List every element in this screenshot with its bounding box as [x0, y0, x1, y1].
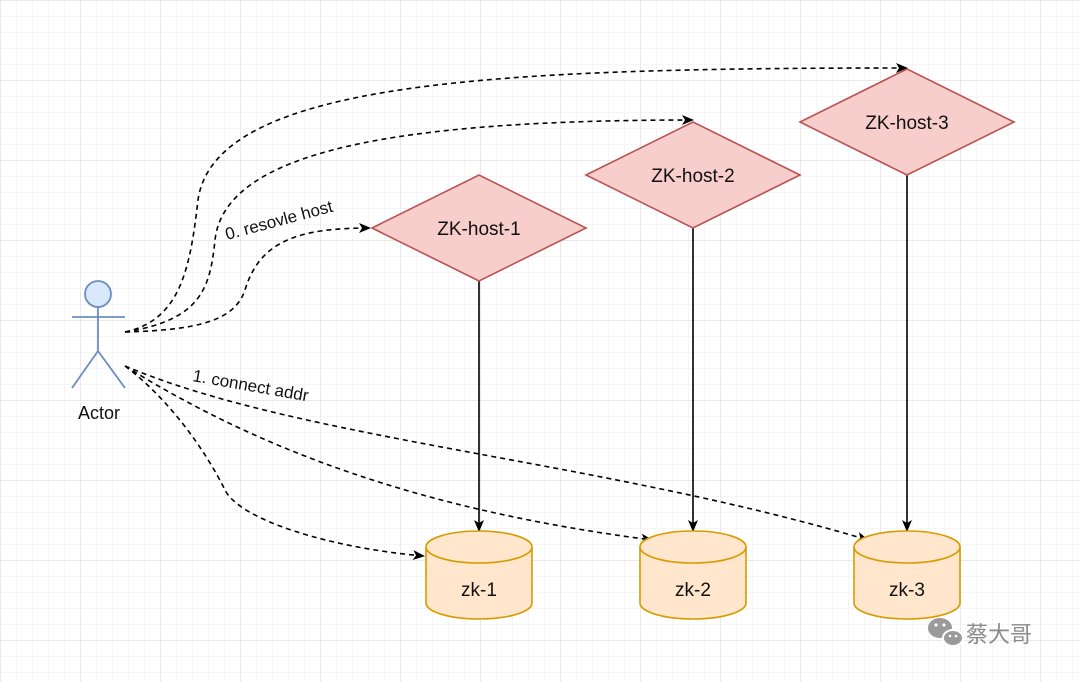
- zk-3-label: zk-3: [889, 580, 925, 601]
- edge-actor-to-zk-3: [124, 365, 869, 542]
- actor-icon: [71, 280, 126, 389]
- resolve-edges: [124, 63, 908, 333]
- host-node-2[interactable]: ZK-host-2: [584, 121, 802, 229]
- host-2-label: ZK-host-2: [651, 166, 734, 187]
- resolve-host-label: 0. resovle host: [223, 197, 335, 244]
- host-3-label: ZK-host-3: [865, 113, 948, 134]
- host-server-edges: [474, 175, 912, 532]
- connect-edges: [124, 365, 869, 561]
- server-node-2[interactable]: zk-2: [639, 530, 747, 620]
- actor-label: Actor: [78, 403, 120, 423]
- zk-1-label: zk-1: [461, 580, 497, 601]
- host-node-3[interactable]: ZK-host-3: [798, 68, 1016, 176]
- actor-node[interactable]: Actor: [71, 280, 126, 423]
- watermark: 蔡大哥: [928, 618, 1032, 648]
- connect-addr-label: 1. connect addr: [191, 366, 310, 405]
- host-node-1[interactable]: ZK-host-1: [370, 174, 588, 282]
- edge-actor-to-host-3: [124, 63, 908, 333]
- wechat-icon: [928, 618, 964, 647]
- watermark-text: 蔡大哥: [966, 623, 1032, 648]
- server-node-3[interactable]: zk-3: [853, 530, 961, 620]
- edge-actor-to-zk-1: [124, 365, 425, 561]
- host-1-label: ZK-host-1: [437, 219, 520, 240]
- server-node-1[interactable]: zk-1: [425, 530, 533, 620]
- edge-actor-to-host-1: [124, 223, 371, 333]
- zk-2-label: zk-2: [675, 580, 711, 601]
- edge-actor-to-host-2: [124, 115, 694, 333]
- edge-actor-to-zk-2: [124, 365, 653, 544]
